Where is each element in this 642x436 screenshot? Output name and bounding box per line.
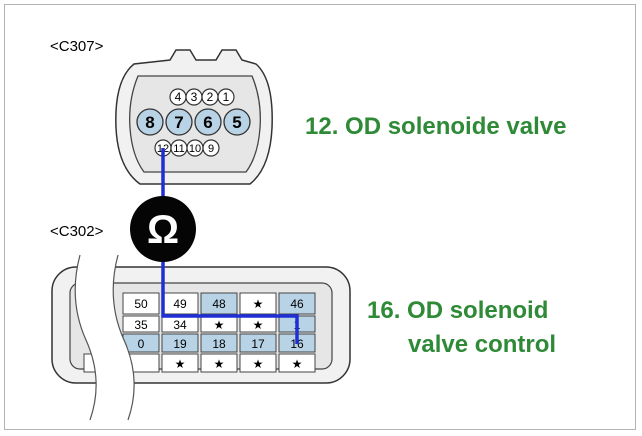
c307-pin-3: 3 (191, 90, 198, 104)
ohm-symbol: Ω (147, 208, 179, 252)
c302-cell-18: 18 (212, 337, 226, 351)
c307-pin-2: 2 (207, 90, 214, 104)
c302-tag: <C302> (50, 223, 104, 240)
c307-connector: 4 3 2 1 8 7 6 5 12 11 10 9 (115, 49, 273, 185)
c302-connector: 50 49 48 ★ 46 35 34 ★ ★ 1 0 19 18 17 16 … (51, 254, 351, 421)
break-mask (75, 255, 135, 420)
c302-cell-35: 35 (134, 318, 148, 332)
c302-cell-50: 50 (134, 297, 148, 311)
wire-meter-to-c302 (161, 258, 299, 344)
break-line-left (74, 254, 97, 421)
c302-cell-19: 19 (173, 337, 187, 351)
c307-tag: <C307> (50, 38, 104, 55)
c307-pin-5: 5 (232, 113, 241, 132)
c302-cell-48: 48 (212, 297, 226, 311)
callout-c302-pin16-line1: 16. OD solenoid (367, 297, 548, 324)
callout-c302-pin16-line2: valve control (408, 331, 556, 358)
c302-cell-34: 34 (173, 318, 187, 332)
c307-pin-9: 9 (208, 143, 214, 155)
c302-cell-star-r2b: ★ (253, 318, 264, 332)
ohmmeter-icon: Ω (130, 196, 196, 262)
c307-pin-10: 10 (189, 143, 201, 155)
c307-pin-7: 7 (174, 113, 183, 132)
c307-pin-4: 4 (175, 90, 182, 104)
c302-cell-46: 46 (290, 297, 304, 311)
c307-pin-8: 8 (145, 113, 154, 132)
c302-cell-star-r1: ★ (253, 297, 264, 311)
c302-cell-star-r4-2: ★ (214, 357, 225, 371)
c302-cell-star-r4-3: ★ (253, 357, 264, 371)
c302-cell-star-r4-1: ★ (175, 357, 186, 371)
c302-cell-star-r2a: ★ (214, 318, 225, 332)
c307-pin-6: 6 (203, 113, 212, 132)
break-line-right (112, 254, 135, 421)
c302-cell-17: 17 (251, 337, 265, 351)
c307-pin-11: 11 (173, 143, 184, 155)
c302-cell-49: 49 (173, 297, 187, 311)
callout-c307-pin12: 12. OD solenoide valve (305, 113, 566, 140)
c307-pin-1: 1 (223, 90, 230, 104)
probe-wires (161, 148, 299, 344)
c302-cell-20: 0 (138, 337, 145, 351)
c302-cell-star-r4-4: ★ (292, 357, 303, 371)
